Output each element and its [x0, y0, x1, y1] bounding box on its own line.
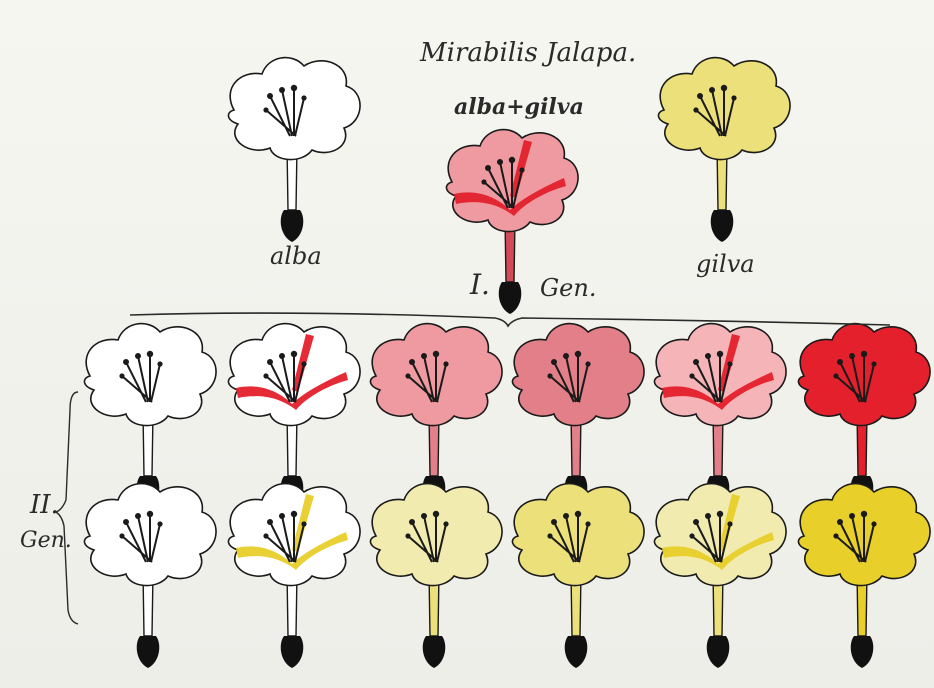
gen2-flower-yellow-series-2 [228, 484, 360, 668]
gen1-suffix-label: Gen. [540, 274, 596, 302]
gen2-flower-red-series-6 [798, 324, 930, 508]
plate-title: Mirabilis Jalapa. [420, 38, 636, 68]
cross-label: alba+gilva [454, 94, 584, 120]
gen2-flower-yellow-series-3 [370, 484, 502, 668]
gen2-flower-red-series-1 [84, 324, 216, 508]
gen2-flower-red-series-2 [228, 324, 360, 508]
gen2-flower-yellow-series-4 [512, 484, 644, 668]
gen2-bracket [56, 392, 78, 624]
gen2-flower-red-series-5 [654, 324, 786, 508]
gen2-roman-label: II. [30, 490, 59, 520]
parent-label-gilva: gilva [696, 250, 755, 278]
gen2-suffix-label: Gen. [20, 528, 72, 553]
gen2-flower-yellow-series-5 [654, 484, 786, 668]
parent-flower-alba [228, 58, 360, 242]
gen2-flower-yellow-series-1 [84, 484, 216, 668]
parent-flower-gilva [658, 58, 790, 242]
gen2-flower-yellow-series-6 [798, 484, 930, 668]
gen1-bracket [130, 313, 890, 326]
parent-label-alba: alba [270, 242, 322, 270]
flowers-layer [84, 58, 930, 668]
gen2-flower-red-series-3 [370, 324, 502, 508]
gen2-flower-red-series-4 [512, 324, 644, 508]
gen1-roman-label: I. [470, 268, 490, 301]
